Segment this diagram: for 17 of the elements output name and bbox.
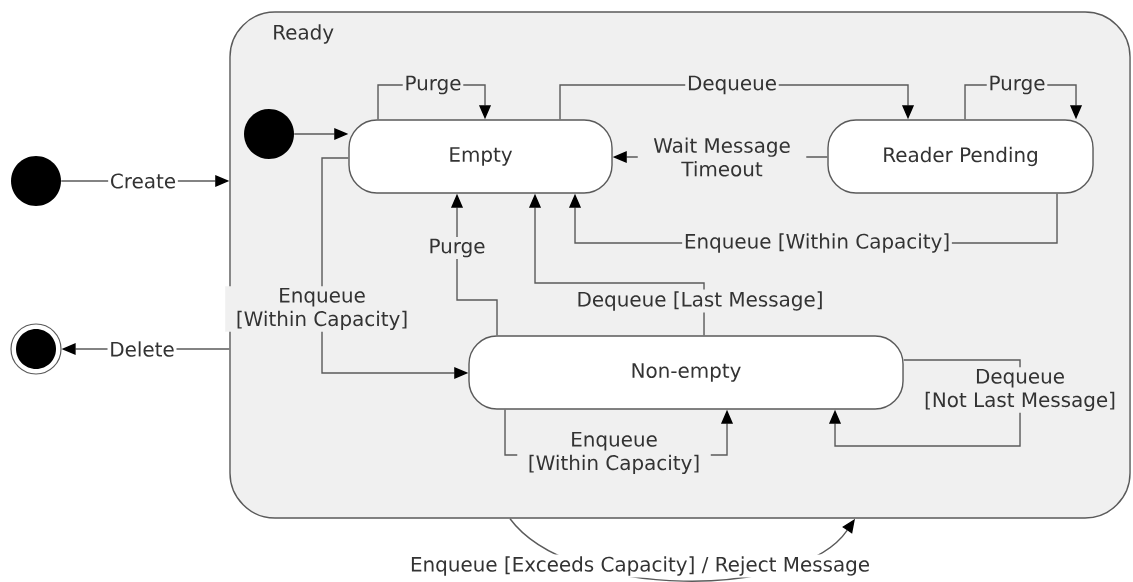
edge-label: Wait Message Timeout <box>637 135 807 179</box>
transition-arrow <box>828 359 1021 447</box>
edge-label: Dequeue [Not Last Message] <box>920 367 1120 413</box>
edge-label: Dequeue <box>685 73 779 97</box>
final-state <box>10 323 62 375</box>
edge-label: Enqueue [Within Capacity] <box>225 286 419 332</box>
edge-label: Create <box>108 171 178 191</box>
edge-label: Enqueue [Within Capacity] <box>517 430 711 476</box>
edge-label: Dequeue [Last Message] <box>574 289 826 313</box>
edge-label: Enqueue [Exceeds Capacity] / Reject Message <box>408 554 872 578</box>
state-box: Empty <box>348 119 613 194</box>
initial-state <box>244 109 294 159</box>
edge-label: Enqueue [Within Capacity] <box>682 231 952 255</box>
edge-label: Delete <box>107 339 177 359</box>
state-box: Reader Pending <box>827 119 1094 194</box>
initial-state <box>11 156 61 206</box>
state-box: Non-empty <box>468 335 904 410</box>
